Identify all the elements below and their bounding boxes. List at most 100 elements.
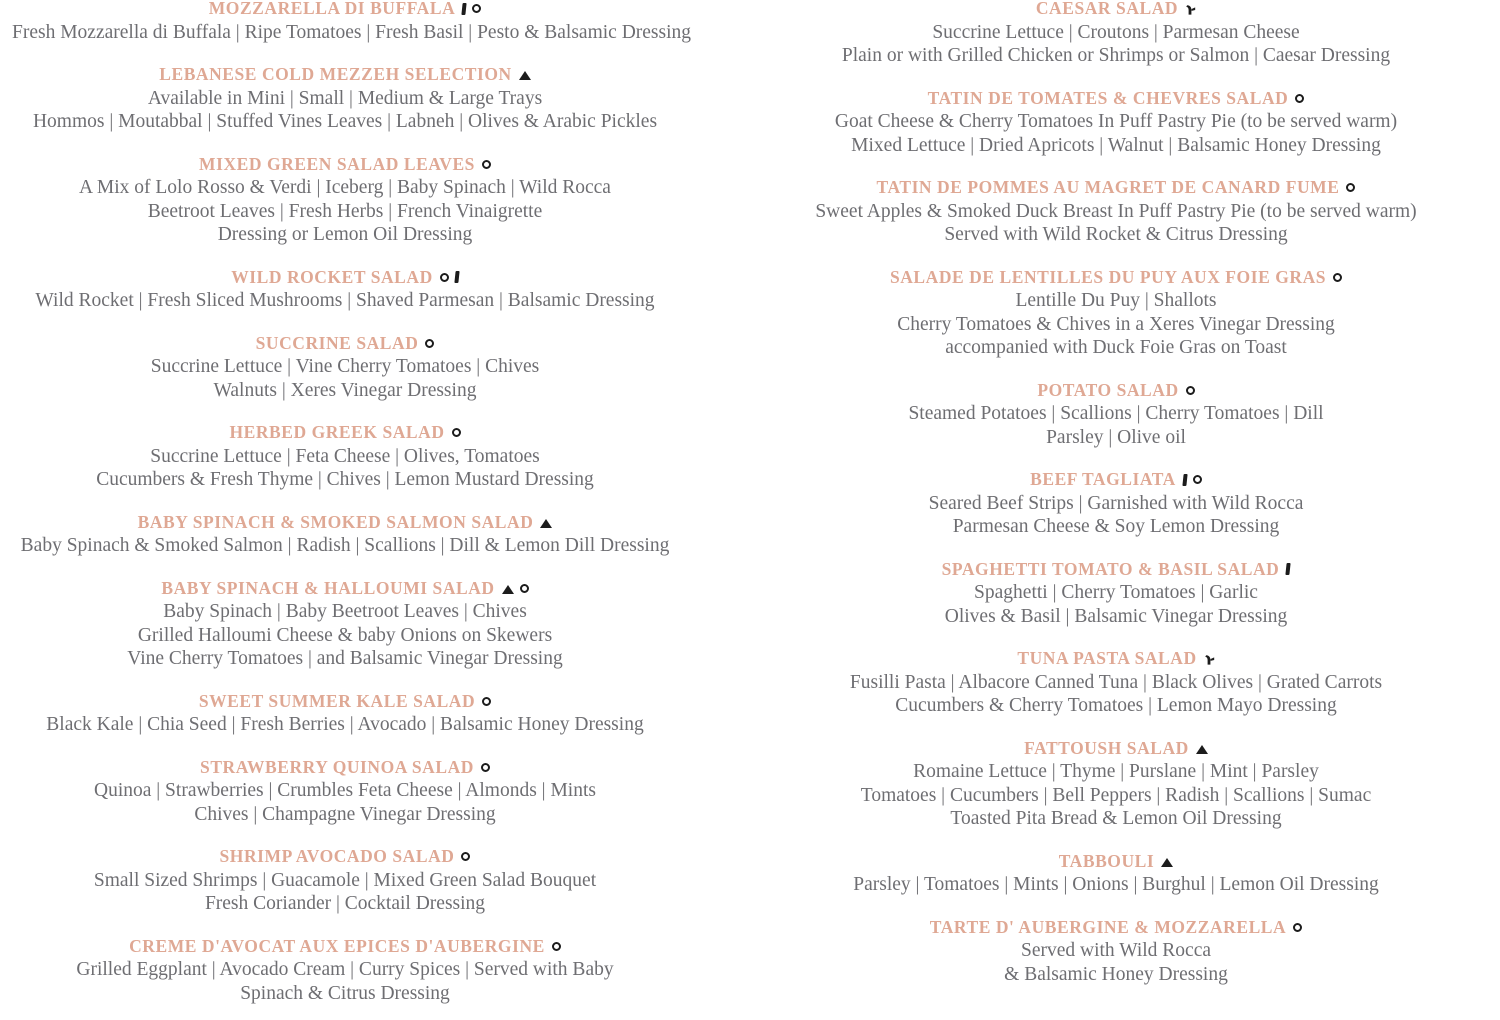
menu-item-heading: TARTE D' AUBERGINE & MOZZARELLA — [750, 918, 1482, 937]
menu-item-description-line: Grilled Eggplant | Avocado Cream | Curry… — [76, 959, 614, 980]
menu-item-description-line: Mixed Lettuce | Dried Apricots | Walnut … — [851, 134, 1381, 156]
menu-item-description-line: Succrine Lettuce | Vine Cherry Tomatoes … — [150, 356, 540, 377]
dietary-icon-group — [480, 762, 490, 772]
menu-item-description: Served with Wild Rocca& Balsamic Honey D… — [750, 939, 1482, 986]
menu-item-title: SUCCRINE SALAD — [255, 332, 419, 353]
menu-item-description-line: Black Kale | Chia Seed | Fresh Berries |… — [46, 714, 644, 735]
section-spacer — [12, 313, 678, 335]
menu-item-description-line: Small Sized Shrimps | Guacamole | Mixed … — [93, 869, 597, 891]
section-spacer — [750, 449, 1482, 471]
menu-item-description: Baby Spinach & Smoked Salmon | Radish | … — [12, 534, 678, 558]
menu-item-description-line: Parsley | Tomatoes | Mints | Onions | Bu… — [853, 874, 1379, 895]
menu-item: SWEET SUMMER KALE SALAD Black Kale | Chia… — [12, 690, 678, 737]
menu-item: MOZZARELLA DI BUFFALA Fresh Mozzarella di… — [12, 0, 692, 44]
dietary-icon-group — [1293, 922, 1303, 932]
menu-item-description-line: Fresh Mozzarella di Buffala | Ripe Tomat… — [12, 21, 692, 43]
local-arabic-icon — [501, 584, 514, 594]
menu-item: SUCCRINE SALAD Succrine Lettuce | Vine Ch… — [12, 332, 678, 403]
menu-item-title: POTATO SALAD — [1037, 379, 1179, 400]
vegetarian-icon — [482, 696, 492, 706]
menu-item-heading: TABBOULI — [750, 852, 1482, 871]
vegetarian-icon — [481, 159, 491, 169]
menu-item-description: Succrine Lettuce | Croutons | Parmesan C… — [750, 21, 1482, 68]
menu-item-description-line: Fresh Coriander | Cocktail Dressing — [204, 893, 486, 914]
spicy-or-alcohol-icon — [461, 2, 467, 15]
section-spacer — [750, 897, 1482, 919]
menu-item: CAESAR SALAD Succrine Lettuce | Croutons … — [750, 0, 1482, 68]
dietary-icon-group — [518, 70, 531, 81]
menu-item-description: Baby Spinach | Baby Beetroot Leaves | Ch… — [12, 600, 678, 671]
menu-item-description-line: Cucumbers & Cherry Tomatoes | Lemon Mayo… — [895, 695, 1337, 716]
menu-item-title: MOZZARELLA DI BUFFALA — [208, 0, 456, 18]
menu-item: BABY SPINACH & HALLOUMI SALAD Baby Spinac… — [12, 579, 678, 671]
section-spacer — [12, 134, 678, 156]
vegetarian-icon — [472, 4, 482, 14]
section-spacer — [12, 247, 678, 269]
menu-item-description-line: Olives & Basil | Balsamic Vinegar Dressi… — [944, 605, 1288, 627]
menu-item-title: TATIN DE TOMATES & CHEVRES SALAD — [927, 87, 1289, 108]
dietary-icon-group — [461, 852, 471, 862]
menu-item-heading: FATTOUSH SALAD — [750, 739, 1482, 758]
dietary-icon-group — [501, 583, 529, 594]
local-arabic-icon — [1195, 744, 1208, 754]
menu-item-description-line: A Mix of Lolo Rosso & Verdi | Iceberg | … — [79, 177, 611, 198]
section-spacer — [750, 628, 1482, 650]
spicy-or-alcohol-icon — [1182, 473, 1188, 486]
menu-item: TATIN DE POMMES AU MAGRET DE CANARD FUME… — [750, 178, 1482, 247]
menu-item-description: Wild Rocket | Fresh Sliced Mushrooms | S… — [12, 289, 678, 313]
dietary-icon-group — [1161, 857, 1174, 867]
menu-item-title: SHRIMP AVOCADO SALAD — [219, 846, 455, 866]
vegetarian-icon — [1293, 922, 1303, 932]
menu-item-description-line: Served with Wild Rocket & Citrus Dressin… — [944, 224, 1288, 245]
menu-item-description-line: Steamed Potatoes | Scallions | Cherry To… — [908, 403, 1324, 424]
dietary-icon-group — [1285, 563, 1292, 576]
menu-item-title: BEEF TAGLIATA — [1030, 469, 1176, 489]
dietary-icon-group — [1182, 473, 1202, 486]
dietary-icon-group — [482, 696, 492, 706]
menu-item: TABBOULI Parsley | Tomatoes | Mints | Oni… — [750, 852, 1482, 897]
menu-item-description: Parsley | Tomatoes | Mints | Onions | Bu… — [750, 873, 1482, 897]
menu-item: POTATO SALAD Steamed Potatoes | Scallions… — [750, 379, 1482, 450]
dietary-icon-group — [1295, 93, 1305, 103]
menu-item: BEEF TAGLIATA Seared Beef Strips | Garnis… — [750, 469, 1482, 539]
menu-item-title: CAESAR SALAD — [1035, 0, 1179, 18]
menu-item-heading: SWEET SUMMER KALE SALAD — [12, 690, 678, 711]
menu-item-title: SWEET SUMMER KALE SALAD — [198, 690, 476, 711]
menu-item-heading: BEEF TAGLIATA — [750, 469, 1482, 489]
menu-item-description-line: & Balsamic Honey Dressing — [1004, 963, 1228, 985]
menu-item-description-line: Hommos | Moutabbal | Stuffed Vines Leave… — [32, 111, 658, 132]
menu-column-left: MOZZARELLA DI BUFFALA Fresh Mozzarella di… — [0, 0, 692, 1020]
menu-item-description-line: Cherry Tomatoes & Chives in a Xeres Vine… — [897, 313, 1335, 335]
vegetarian-icon — [1295, 93, 1305, 103]
menu-item-description: Available in Mini | Small | Medium & Lar… — [12, 87, 678, 134]
menu-item-heading: TUNA PASTA SALAD — [750, 649, 1482, 668]
menu-item-description-line: Seared Beef Strips | Garnished with Wild… — [928, 492, 1304, 514]
vegetarian-icon — [425, 338, 435, 348]
vegetarian-icon — [451, 428, 461, 438]
menu-item-title: SPAGHETTI TOMATO & BASIL SALAD — [941, 558, 1280, 579]
menu-item-description-line: Goat Cheese & Cherry Tomatoes In Puff Pa… — [834, 111, 1398, 132]
section-spacer — [12, 402, 678, 424]
menu-item-title: STRAWBERRY QUINOA SALAD — [200, 756, 474, 777]
dietary-icon-group — [451, 428, 461, 438]
menu-item-description-line: Served with Wild Rocca — [1020, 940, 1212, 961]
section-spacer — [12, 558, 678, 580]
menu-item-heading: BABY SPINACH & HALLOUMI SALAD — [12, 579, 678, 598]
local-arabic-icon — [1161, 857, 1174, 867]
menu-item-description-line: Grilled Halloumi Cheese & baby Onions on… — [137, 624, 553, 646]
dietary-icon-group — [551, 941, 561, 951]
menu-item-heading: POTATO SALAD — [750, 379, 1482, 400]
menu-item-description-line: Wild Rocket | Fresh Sliced Mushrooms | S… — [35, 290, 655, 311]
section-spacer — [750, 68, 1482, 90]
menu-item-title: BABY SPINACH & SMOKED SALMON SALAD — [137, 511, 534, 532]
dietary-icon-group — [1195, 744, 1208, 754]
local-arabic-icon — [518, 71, 531, 81]
section-spacer — [12, 826, 678, 848]
